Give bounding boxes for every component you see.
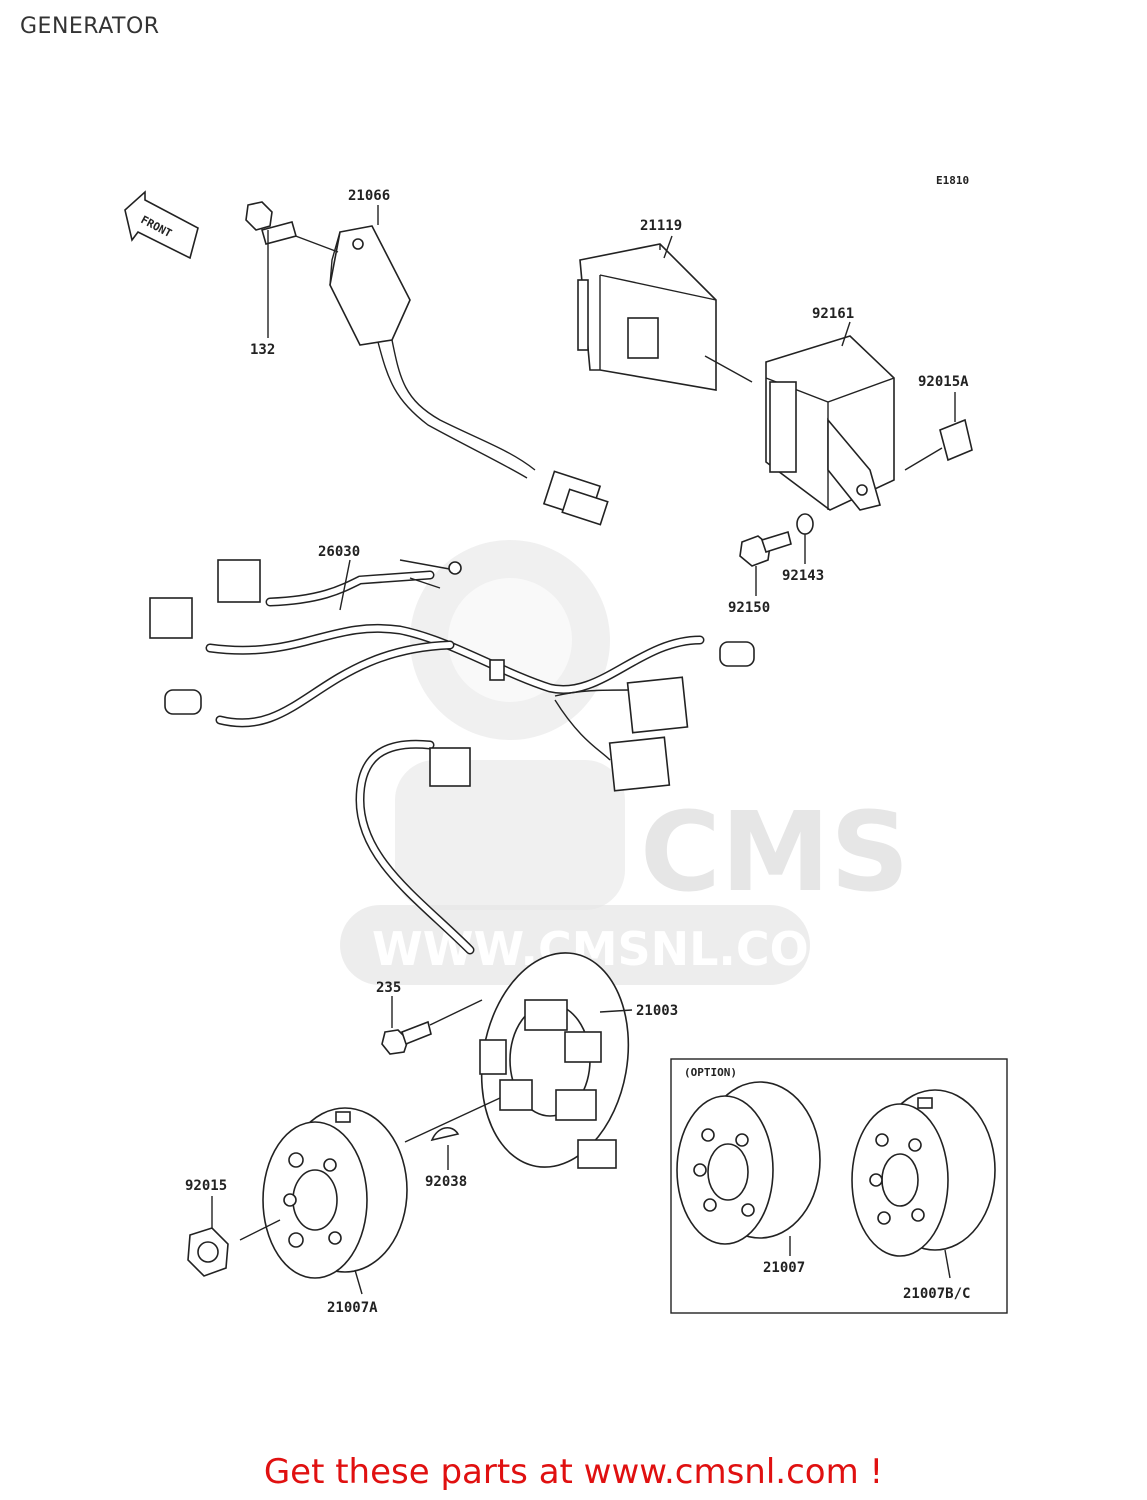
part-132-bolt	[245, 201, 297, 245]
label-21119: 21119	[640, 218, 682, 234]
part-21066-unit	[329, 225, 609, 526]
label-21007BC: 21007B/C	[903, 1286, 970, 1302]
footer-promo-link[interactable]: Get these parts at www.cmsnl.com !	[263, 1452, 884, 1492]
part-92150-bolt	[739, 530, 792, 567]
label-92150: 92150	[728, 600, 770, 616]
part-92015-nut	[187, 1227, 229, 1277]
label-92015: 92015	[185, 1178, 227, 1194]
label-92143: 92143	[782, 568, 824, 584]
part-92015A-clip	[939, 418, 973, 462]
part-26030-harness	[149, 559, 755, 792]
label-92161: 92161	[812, 306, 854, 322]
label-26030: 26030	[318, 544, 360, 560]
label-21007A: 21007A	[327, 1300, 378, 1316]
label-235: 235	[376, 980, 401, 996]
part-21119-box	[577, 243, 717, 391]
part-235-screw	[381, 1020, 432, 1055]
label-92038: 92038	[425, 1174, 467, 1190]
label-21007: 21007	[763, 1260, 805, 1276]
label-132: 132	[250, 342, 275, 358]
part-21007BC-rotor	[851, 1089, 996, 1257]
label-21066: 21066	[348, 188, 390, 204]
part-21007A-flywheel	[262, 1107, 408, 1279]
part-92161-regulator	[765, 335, 895, 511]
part-21007-rotor	[676, 1081, 821, 1245]
option-label: (OPTION)	[684, 1066, 737, 1079]
diagram-code: E1810	[936, 174, 969, 187]
option-box: (OPTION) 21007 21007B/C	[670, 1058, 1008, 1314]
watermark-logo-text: CMS	[640, 788, 909, 916]
label-21003: 21003	[636, 1003, 678, 1019]
page-title: GENERATOR	[20, 14, 160, 39]
part-21003-stator	[355, 739, 630, 1169]
part-92143-collar	[796, 513, 814, 535]
front-arrow-icon: FRONT	[124, 190, 199, 260]
label-92015A: 92015A	[918, 374, 969, 390]
part-92038-key	[430, 1127, 460, 1142]
